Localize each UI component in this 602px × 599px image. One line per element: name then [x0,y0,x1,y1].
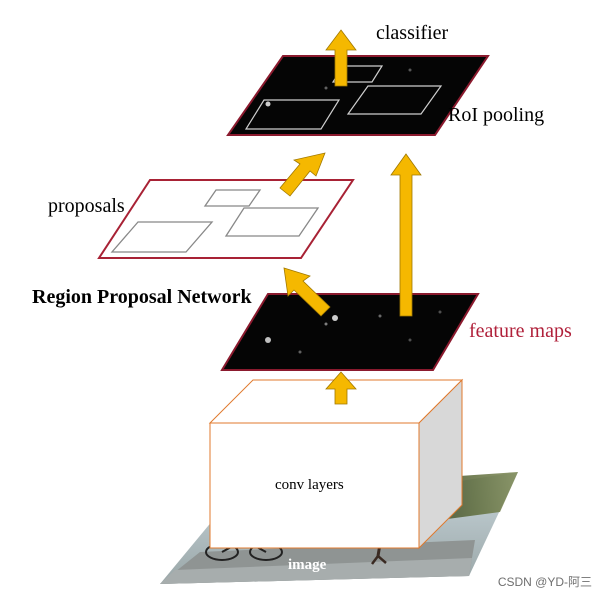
arrow-proposals-to-roi [279,152,326,197]
csdn-watermark: CSDN @YD-阿三 [497,575,592,589]
proposals-plane [97,179,355,259]
roi-box [244,99,341,130]
proposal-box [224,207,320,237]
feature-map-plane [220,293,480,371]
conv-layers-block [208,378,464,550]
proposals-label: proposals [48,195,125,217]
rpn-label: Region Proposal Network [32,286,252,308]
roi-box [346,85,443,115]
arrow-feature-maps-to-roi [390,153,422,317]
arrow-roi-to-classifier [325,29,357,87]
proposal-box [203,189,262,207]
roi-pooling-label: RoI pooling [448,104,545,126]
proposal-box [110,221,214,253]
feature-maps-label: feature maps [469,320,572,342]
roi-pooling-plane [226,55,490,136]
arrow-feature-maps-to-proposals [283,267,331,317]
classifier-label: classifier [376,22,449,44]
arrow-conv-to-feature-maps [325,371,357,405]
conv-layers-label: conv layers [275,477,344,493]
image-label: image [288,557,327,573]
